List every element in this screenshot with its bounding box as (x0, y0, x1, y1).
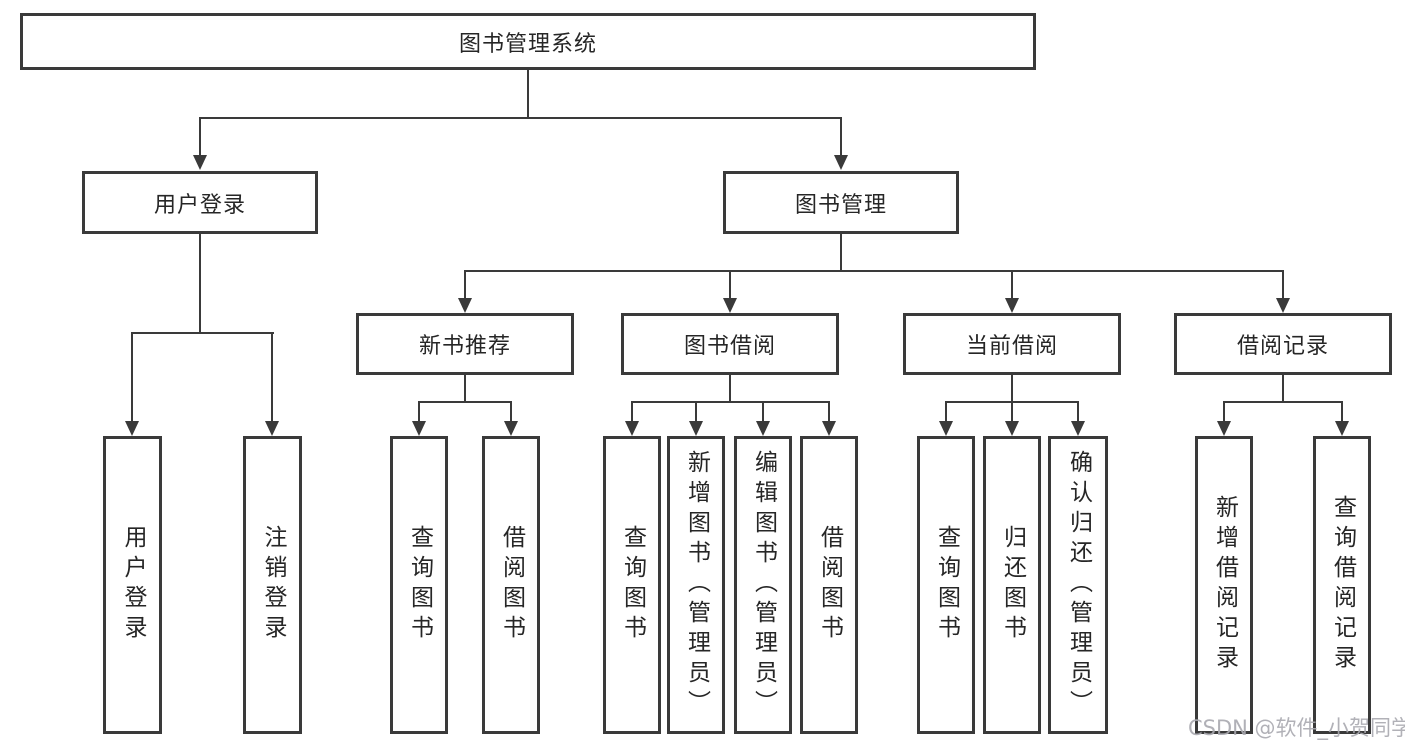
connector-newbooks-stem (464, 375, 466, 403)
connector-userlogin-stem (199, 234, 201, 334)
leaf-label: 确认归还（管理员） (1065, 450, 1092, 720)
connector-bookborrow-stem (729, 375, 731, 403)
leaf-label: 借阅图书 (498, 525, 525, 645)
connector-leaf-shaft (1011, 401, 1013, 423)
connector-level3-shaft (1282, 270, 1284, 300)
node-root-label: 图书管理系统 (458, 31, 597, 57)
node-borrow-records-label: 借阅记录 (1236, 334, 1329, 359)
connector-bookmgmt-shaft (840, 117, 842, 157)
arrow-down-icon (265, 421, 279, 436)
arrow-down-icon (723, 298, 737, 313)
arrow-down-icon (1335, 421, 1349, 436)
connector-userlogin-shaft (199, 117, 201, 157)
leaf-borrow-books-newbooks: 借阅图书 (482, 436, 540, 734)
connector-leaf-shaft (271, 332, 273, 422)
connector-newbooks-branch (418, 401, 512, 403)
node-book-borrow: 图书借阅 (621, 313, 839, 375)
connector-leaf-shaft (1077, 401, 1079, 423)
leaf-edit-books-admin: 编辑图书（管理员） (734, 436, 792, 734)
arrow-down-icon (1005, 298, 1019, 313)
connector-leaf-shaft (945, 401, 947, 423)
node-new-book-recommend: 新书推荐 (356, 313, 574, 375)
connector-leaf-shaft (131, 332, 133, 422)
arrow-down-icon (458, 298, 472, 313)
leaf-user-login: 用户登录 (103, 436, 162, 734)
connector-bookborrow-branch (631, 401, 830, 403)
arrow-down-icon (504, 421, 518, 436)
leaf-query-borrow-record: 查询借阅记录 (1313, 436, 1371, 734)
leaf-label: 查询图书 (933, 525, 960, 645)
node-book-management: 图书管理 (723, 171, 959, 234)
node-book-borrow-label: 图书借阅 (683, 334, 776, 359)
node-book-management-label: 图书管理 (794, 192, 887, 218)
leaf-query-books-newbooks: 查询图书 (390, 436, 448, 734)
leaf-borrow-books: 借阅图书 (800, 436, 858, 734)
node-user-login-label: 用户登录 (153, 192, 246, 218)
node-current-borrow: 当前借阅 (903, 313, 1121, 375)
connector-level3-shaft (1011, 270, 1013, 300)
leaf-label: 查询图书 (619, 525, 646, 645)
leaf-label: 新增借阅记录 (1211, 495, 1238, 675)
arrow-down-icon (625, 421, 639, 436)
node-user-login: 用户登录 (82, 171, 318, 234)
node-current-borrow-label: 当前借阅 (965, 334, 1058, 359)
connector-borrowrecords-stem (1282, 375, 1284, 403)
arrow-down-icon (834, 155, 848, 170)
arrow-down-icon (822, 421, 836, 436)
leaf-return-books: 归还图书 (983, 436, 1041, 734)
connector-leaf-shaft (695, 401, 697, 423)
node-root-library-system: 图书管理系统 (20, 13, 1036, 70)
connector-leaf-shaft (631, 401, 633, 423)
leaf-add-borrow-record: 新增借阅记录 (1195, 436, 1253, 734)
connector-leaf-shaft (1223, 401, 1225, 423)
leaf-label: 编辑图书（管理员） (750, 450, 777, 720)
leaf-label: 用户登录 (120, 525, 146, 645)
arrow-down-icon (1005, 421, 1019, 436)
connector-root-branch (199, 117, 842, 119)
connector-bookmgmt-branch (464, 270, 1284, 272)
leaf-label: 注销登录 (260, 525, 286, 645)
connector-userlogin-branch (132, 332, 274, 334)
leaf-label: 归还图书 (999, 525, 1026, 645)
connector-level3-shaft (464, 270, 466, 300)
arrow-down-icon (1071, 421, 1085, 436)
leaf-label: 查询图书 (406, 525, 433, 645)
node-new-book-recommend-label: 新书推荐 (418, 334, 511, 359)
connector-leaf-shaft (1341, 401, 1343, 423)
arrow-down-icon (125, 421, 139, 436)
leaf-label: 借阅图书 (816, 525, 843, 645)
csdn-watermark: CSDN @软件_小贺同学 (1188, 716, 1405, 740)
connector-leaf-shaft (418, 401, 420, 423)
arrow-down-icon (939, 421, 953, 436)
leaf-logout: 注销登录 (243, 436, 302, 734)
connector-leaf-shaft (762, 401, 764, 423)
leaf-query-books-current: 查询图书 (917, 436, 975, 734)
arrow-down-icon (412, 421, 426, 436)
connector-level3-shaft (729, 270, 731, 300)
leaf-confirm-return-admin: 确认归还（管理员） (1048, 436, 1108, 734)
connector-borrowrecords-branch (1223, 401, 1343, 403)
arrow-down-icon (1276, 298, 1290, 313)
leaf-add-books-admin: 新增图书（管理员） (667, 436, 725, 734)
leaf-label: 查询借阅记录 (1329, 495, 1356, 675)
leaf-label: 新增图书（管理员） (683, 450, 710, 720)
connector-leaf-shaft (510, 401, 512, 423)
connector-leaf-shaft (828, 401, 830, 423)
connector-bookmgmt-stem (840, 234, 842, 272)
leaf-query-books-borrow: 查询图书 (603, 436, 661, 734)
connector-root-stem (527, 70, 529, 118)
connector-currentborrow-stem (1011, 375, 1013, 403)
arrow-down-icon (756, 421, 770, 436)
node-borrow-records: 借阅记录 (1174, 313, 1392, 375)
arrow-down-icon (1217, 421, 1231, 436)
arrow-down-icon (193, 155, 207, 170)
arrow-down-icon (689, 421, 703, 436)
